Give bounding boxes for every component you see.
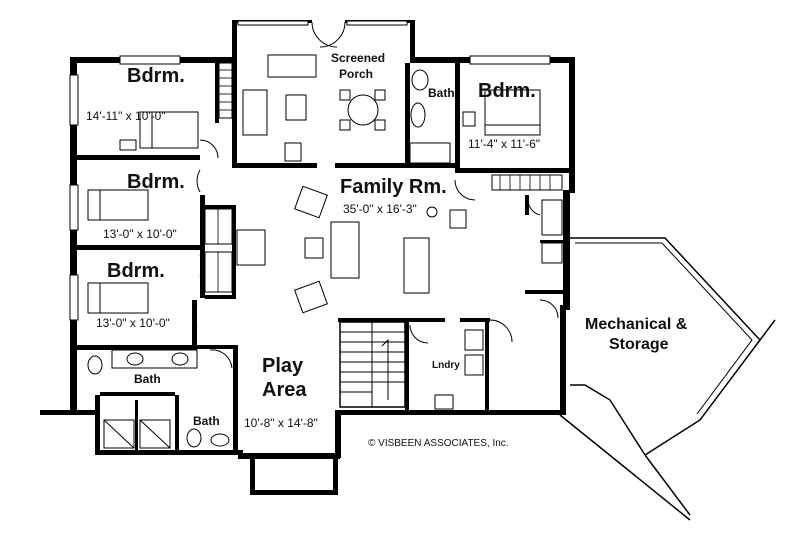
bdrm1-name: Bdrm. — [127, 65, 185, 87]
play-area-dims: 10'-8" x 14'-8" — [244, 416, 318, 430]
family-room-name: Family Rm. — [340, 176, 447, 198]
closet-shelving — [204, 62, 563, 293]
bath-small-label: Bath — [193, 414, 220, 428]
staircase — [339, 321, 406, 408]
bdrm2-name: Bdrm. — [127, 171, 185, 193]
laundry-label: Lndry — [432, 360, 460, 371]
porch-label-line2: Porch — [339, 67, 373, 81]
mechanical-label-line2: Storage — [609, 336, 669, 353]
windows — [69, 20, 551, 321]
mechanical-label-line1: Mechanical & — [585, 316, 688, 333]
porch-label-line1: Screened — [331, 51, 385, 65]
bdrm1-dims: 14'-11" x 10'-0" — [86, 109, 166, 123]
furniture — [87, 54, 563, 449]
play-area-line2: Area — [262, 379, 307, 401]
mechanical-outline — [559, 237, 776, 521]
bdrm3-dims: 13'-0" x 10'-0" — [96, 316, 170, 330]
family-room-dims: 35'-0" x 16'-3" — [343, 202, 417, 216]
bath-lower-label: Bath — [134, 372, 161, 386]
bath-upper-label: Bath — [428, 86, 455, 100]
door-swings — [193, 21, 559, 369]
bdrm4-dims: 11'-4" x 11'-6" — [468, 137, 540, 151]
interior-walls — [70, 63, 570, 455]
copyright-text: © VISBEEN ASSOCIATES, Inc. — [368, 438, 509, 449]
bdrm4-name: Bdrm. — [478, 80, 536, 102]
room-labels: Bdrm. 14'-11" x 10'-0" Screened Porch Ba… — [86, 51, 688, 449]
bdrm2-dims: 13'-0" x 10'-0" — [103, 227, 177, 241]
play-area-line1: Play — [262, 355, 304, 377]
bdrm3-name: Bdrm. — [107, 260, 165, 282]
